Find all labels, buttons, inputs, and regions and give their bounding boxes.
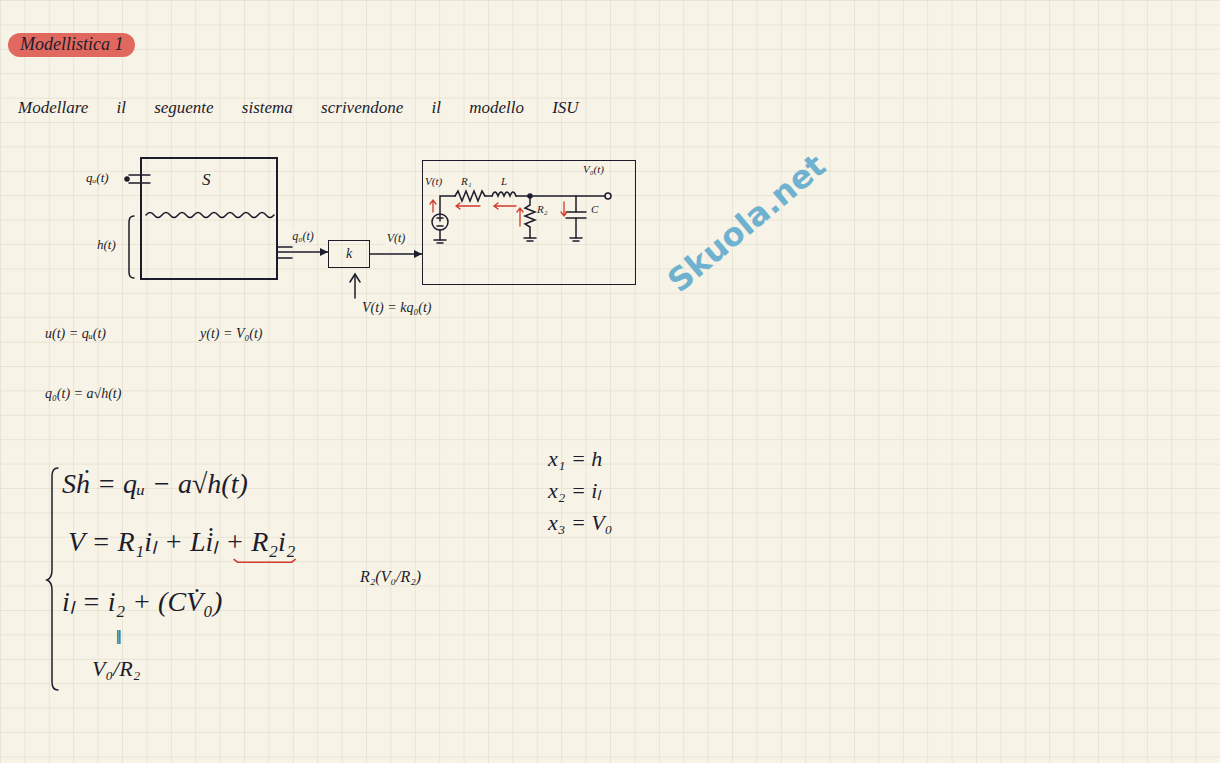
node-text: C [591,203,598,215]
water-surface [146,213,274,218]
level-bracket [129,216,134,278]
output-definition: y(t) = V₀(t) [200,326,263,342]
node-text: V(t) [425,175,442,187]
system-brace [47,468,58,690]
ground-symbol [573,240,579,242]
node-text: S [202,171,211,190]
node-text: R₂ [537,203,548,215]
equals-sign: ‖ [116,626,122,649]
current-arrow [561,202,567,216]
source-minus [437,225,443,227]
ground-symbol [524,237,536,239]
flow-connector [278,251,328,253]
circuit-box: V(t) R₁ L R₂ C V₀(t) [422,160,636,285]
state-variable: x₁ = h [548,446,602,471]
ground-symbol [527,240,533,242]
wire [575,218,577,238]
state-variable: x₃ = V₀ [548,510,612,535]
flow-label: qᵤ(t) [86,171,109,186]
page-title: Modellistica 1 [8,33,135,57]
node-text: R₁ [461,175,472,187]
ground-symbol [434,239,446,241]
outlet-pipe [278,246,292,248]
wire [440,196,455,214]
current-arrow [456,203,480,209]
node-text: L [501,175,507,187]
highlight-underline [234,559,296,562]
level-label: h(t) [97,238,116,253]
input-definition: u(t) = qᵤ(t) [45,326,106,342]
current-arrow [494,203,516,209]
signal-label: V(t) [385,232,408,246]
signal-label: q₀(t) [290,230,316,244]
node-text: V₀(t) [583,163,604,175]
side-note: R₂(V₀/R₂) [360,568,421,586]
capacitor-symbol [566,211,586,213]
leader-line [354,276,356,298]
resistor-symbol [525,196,535,238]
voltage-source [432,214,448,230]
relation-note: V(t) = kq₀(t) [362,300,432,316]
flow-connector [370,253,422,255]
output-terminal [605,193,611,199]
gain-block: k [328,240,370,268]
circuit-equation: V = R₁iₗ + Li̇ₗ + R₂i₂ [68,526,296,558]
tank-equation: Sḣ = qᵤ − a√h(t) [62,468,248,500]
inlet-dot [125,177,129,181]
wire [485,195,492,197]
leader-arrowhead [350,274,360,282]
resistor-symbol [455,191,485,201]
current-arrow [517,208,523,226]
ground-symbol [437,242,443,244]
source-plus [439,215,441,221]
node-text: k [346,246,352,261]
tank-box: S [140,157,278,280]
node-equation: iₗ = i₂ + (CV̇₀) [62,586,222,618]
wire [439,230,441,240]
flow-law: q₀(t) = a√h(t) [45,386,121,402]
instruction-text: Modellare il seguente sistema scrivendon… [18,98,579,118]
wire [575,196,577,212]
watermark: Skuola.net [661,147,833,300]
voltage-arrow [430,200,436,212]
current-expression: V₀/R₂ [92,656,140,681]
state-variable: x₂ = iₗ [548,478,601,503]
inductor-symbol [492,192,516,196]
ground-symbol [570,237,582,239]
outlet-pipe [278,257,292,259]
